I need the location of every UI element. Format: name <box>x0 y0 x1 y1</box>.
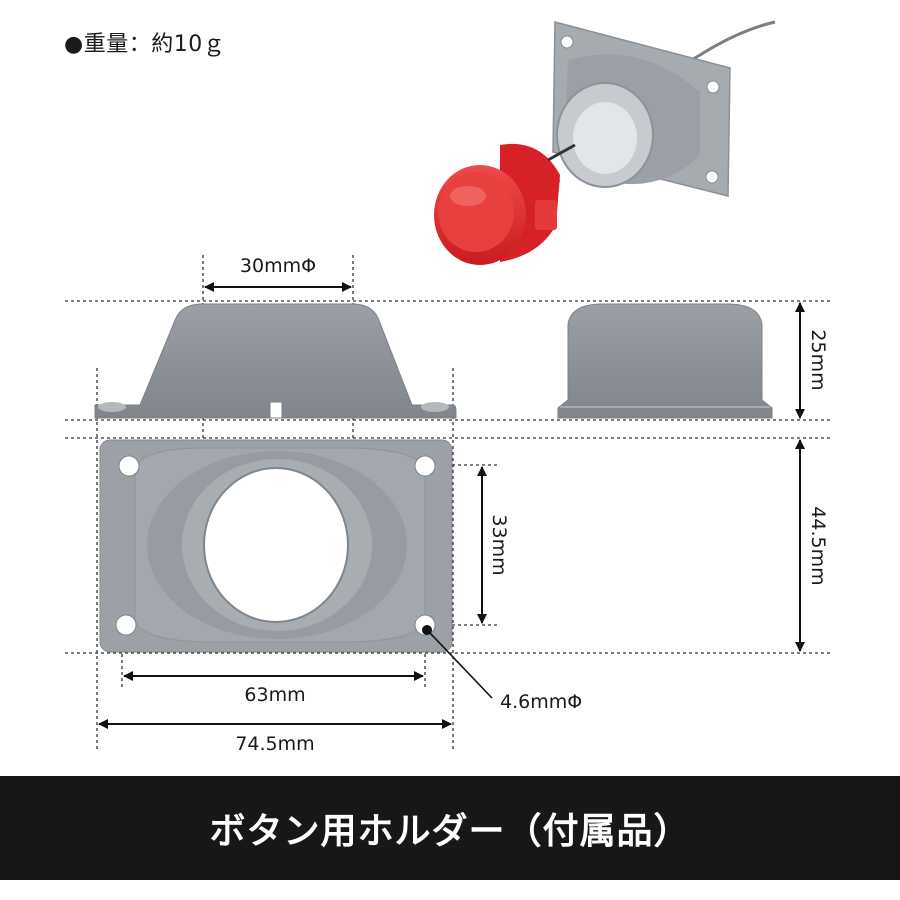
title-banner: ボタン用ホルダー（付属品） <box>0 776 900 880</box>
holder-top-view <box>99 439 453 653</box>
dim-hole-spacing-vertical: 33mm <box>488 514 510 575</box>
weight-label: ●重量：約10ｇ <box>64 32 226 57</box>
holder-front-view <box>557 303 773 419</box>
dim-screw-hole-diameter: 4.6mmΦ <box>500 691 582 713</box>
dimension-arrows <box>98 282 805 729</box>
dim-height: 25mm <box>807 329 829 390</box>
dim-overall-width: 74.5mm <box>235 733 314 755</box>
product-photo <box>434 20 776 265</box>
dim-depth: 44.5mm <box>807 506 829 585</box>
dim-hole-diameter: 30mmΦ <box>240 255 316 277</box>
banner-title: ボタン用ホルダー（付属品） <box>209 811 691 852</box>
holder-side-view <box>94 303 457 419</box>
dim-hole-spacing-horizontal: 63mm <box>244 684 305 706</box>
red-button-illustration <box>434 143 576 265</box>
